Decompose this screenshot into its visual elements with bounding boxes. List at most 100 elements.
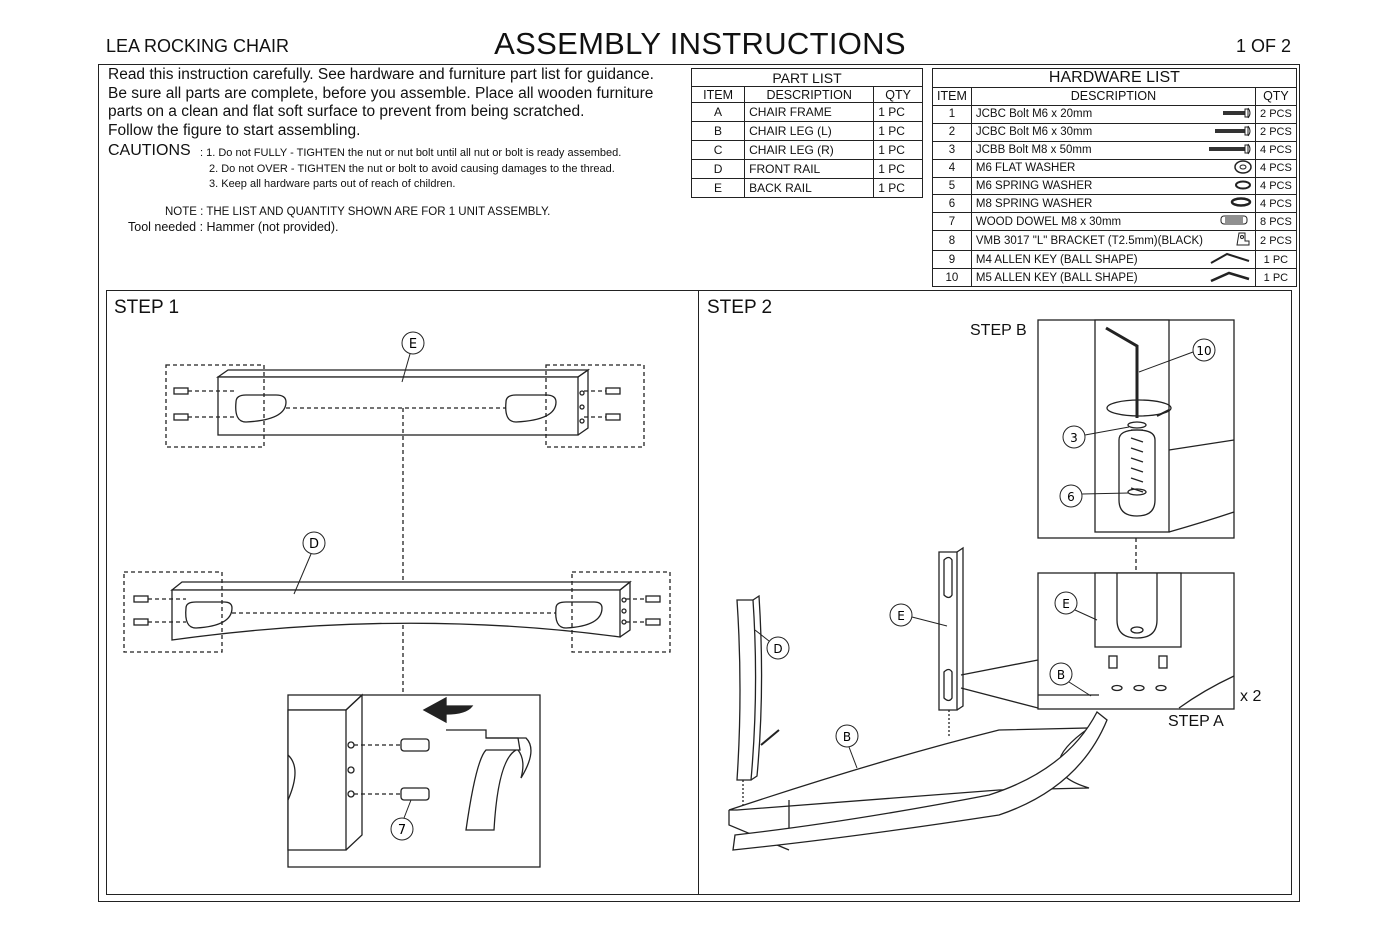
chair-assembly-drawing: [728, 546, 1108, 851]
caution-item: 3. Keep all hardware parts out of reach …: [209, 178, 456, 190]
part-list-title: PART LIST: [691, 68, 923, 87]
qty-cell: 4 PCS: [1255, 194, 1297, 214]
callout-d: D: [293, 531, 326, 595]
description-cell: CHAIR LEG (L): [744, 121, 875, 141]
description-cell: M6 FLAT WASHER: [970, 158, 1208, 178]
step2-title: STEP 2: [707, 297, 773, 318]
step-b-detail-drawing: [1037, 319, 1235, 539]
caution-item: : 1. Do not FULLY - TIGHTEN the nut or n…: [200, 147, 622, 159]
column-header: DESCRIPTION: [970, 87, 1257, 106]
dowel-detail-drawing: [287, 693, 541, 868]
callout-e-rail: E: [889, 603, 948, 627]
column-header: QTY: [873, 86, 923, 103]
step-a-detail-drawing: [1037, 572, 1235, 710]
callout-label: 6: [1067, 490, 1075, 504]
intro-line: Be sure all parts are complete, before y…: [108, 84, 654, 102]
callout-6: 6: [1059, 484, 1130, 508]
quantity-note: NOTE : THE LIST AND QUANTITY SHOWN ARE F…: [165, 206, 551, 218]
callout-label: B: [1057, 668, 1065, 682]
wood-dowel-icon: [1220, 215, 1248, 225]
callout-label: 3: [1070, 431, 1078, 445]
callout-label: 10: [1196, 344, 1211, 358]
qty-cell: 1 PC: [1255, 268, 1297, 288]
table-row: 1 JCBC Bolt M6 x 20mm 2 PCS: [932, 104, 1297, 124]
description-cell: M4 ALLEN KEY (BALL SHAPE): [970, 250, 1208, 270]
qty-cell: 4 PCS: [1255, 140, 1297, 160]
callout-10: 10: [1138, 338, 1216, 373]
sheet-border: [98, 64, 1300, 902]
bolt-long-icon: [1209, 143, 1251, 154]
description-cell: JCBB Bolt M8 x 50mm: [970, 140, 1208, 160]
qty-cell: 2 PCS: [1255, 104, 1297, 124]
caution-item: 2. Do not OVER - TIGHTEN the nut or bolt…: [209, 162, 615, 175]
table-row: 9 M4 ALLEN KEY (BALL SHAPE) 1 PC: [932, 250, 1297, 270]
page-number: 1 OF 2: [1236, 36, 1292, 56]
intro-line: parts on a clean and flat soft surface t…: [108, 103, 585, 120]
table-row: 2 JCBC Bolt M6 x 30mm 2 PCS: [932, 122, 1297, 142]
column-header: ITEM: [932, 87, 972, 106]
item-cell: D: [690, 159, 746, 179]
step-b-label: STEP B: [970, 322, 1027, 339]
intro-text: Read this instruction carefully. See har…: [108, 66, 654, 140]
description-cell: CHAIR LEG (R): [744, 140, 875, 160]
table-row: 8 VMB 3017 "L" BRACKET (T2.5mm)(BLACK) 2…: [932, 230, 1297, 252]
description-cell: VMB 3017 "L" BRACKET (T2.5mm)(BLACK): [970, 230, 1208, 252]
table-row: 7 WOOD DOWEL M8 x 30mm 8 PCS: [932, 212, 1297, 232]
description-cell: CHAIR FRAME: [744, 102, 875, 122]
item-cell: 3: [932, 140, 972, 160]
step1-illustration: E D 7: [123, 331, 671, 868]
item-cell: 2: [932, 122, 972, 142]
qty-cell: 8 PCS: [1255, 212, 1297, 232]
step-a-label: STEP A: [1168, 713, 1224, 730]
column-header: ITEM: [690, 86, 746, 103]
description-cell: M8 SPRING WASHER: [970, 194, 1208, 214]
callout-label: E: [409, 337, 417, 352]
table-row: 3 JCBB Bolt M8 x 50mm 4 PCS: [932, 140, 1297, 160]
qty-cell: 2 PCS: [1255, 122, 1297, 142]
item-cell: 5: [932, 176, 972, 196]
intro-line: Read this instruction carefully. See har…: [108, 66, 654, 83]
table-row: 10 M5 ALLEN KEY (BALL SHAPE) 1 PC: [932, 268, 1297, 288]
l-bracket-icon: [1236, 232, 1250, 246]
qty-cell: 4 PCS: [1255, 158, 1297, 178]
qty-cell: 1 PC: [873, 102, 923, 122]
callout-b-detail: B: [1049, 662, 1092, 697]
callout-label: E: [897, 609, 905, 623]
step-divider: [698, 290, 699, 895]
description-cell: WOOD DOWEL M8 x 30mm: [970, 212, 1208, 232]
callout-d-leg: D: [754, 629, 790, 660]
callout-label: E: [1062, 597, 1070, 611]
back-rail-drawing: [165, 364, 645, 448]
hardware-list-table: HARDWARE LIST ITEM DESCRIPTION QTY 1 JCB…: [932, 68, 1297, 288]
column-header: QTY: [1255, 87, 1297, 106]
item-cell: 4: [932, 158, 972, 178]
allen-key-icon: [1210, 271, 1250, 283]
item-cell: B: [690, 121, 746, 141]
intro-line: Follow the figure to start assembling.: [108, 121, 361, 139]
item-cell: C: [690, 140, 746, 160]
description-cell: JCBC Bolt M6 x 20mm: [970, 104, 1208, 124]
item-cell: 7: [932, 212, 972, 232]
qty-cell: 1 PC: [873, 178, 923, 198]
steps-frame: [106, 290, 1292, 895]
product-name: LEA ROCKING CHAIR: [106, 36, 290, 56]
callout-label: D: [773, 642, 782, 656]
spring-washer-icon: [1235, 180, 1252, 189]
item-cell: 6: [932, 194, 972, 214]
description-cell: FRONT RAIL: [744, 159, 875, 179]
front-rail-drawing: [123, 571, 671, 653]
qty-cell: 1 PC: [873, 140, 923, 160]
description-cell: M5 ALLEN KEY (BALL SHAPE): [970, 268, 1208, 288]
qty-cell: 1 PC: [1255, 250, 1297, 270]
item-cell: 10: [932, 268, 972, 288]
column-header: DESCRIPTION: [744, 86, 875, 103]
multiplier-label: x 2: [1240, 688, 1262, 705]
description-cell: JCBC Bolt M6 x 30mm: [970, 122, 1208, 142]
table-row: 5 M6 SPRING WASHER 4 PCS: [932, 176, 1297, 196]
callout-7: 7: [390, 799, 414, 841]
